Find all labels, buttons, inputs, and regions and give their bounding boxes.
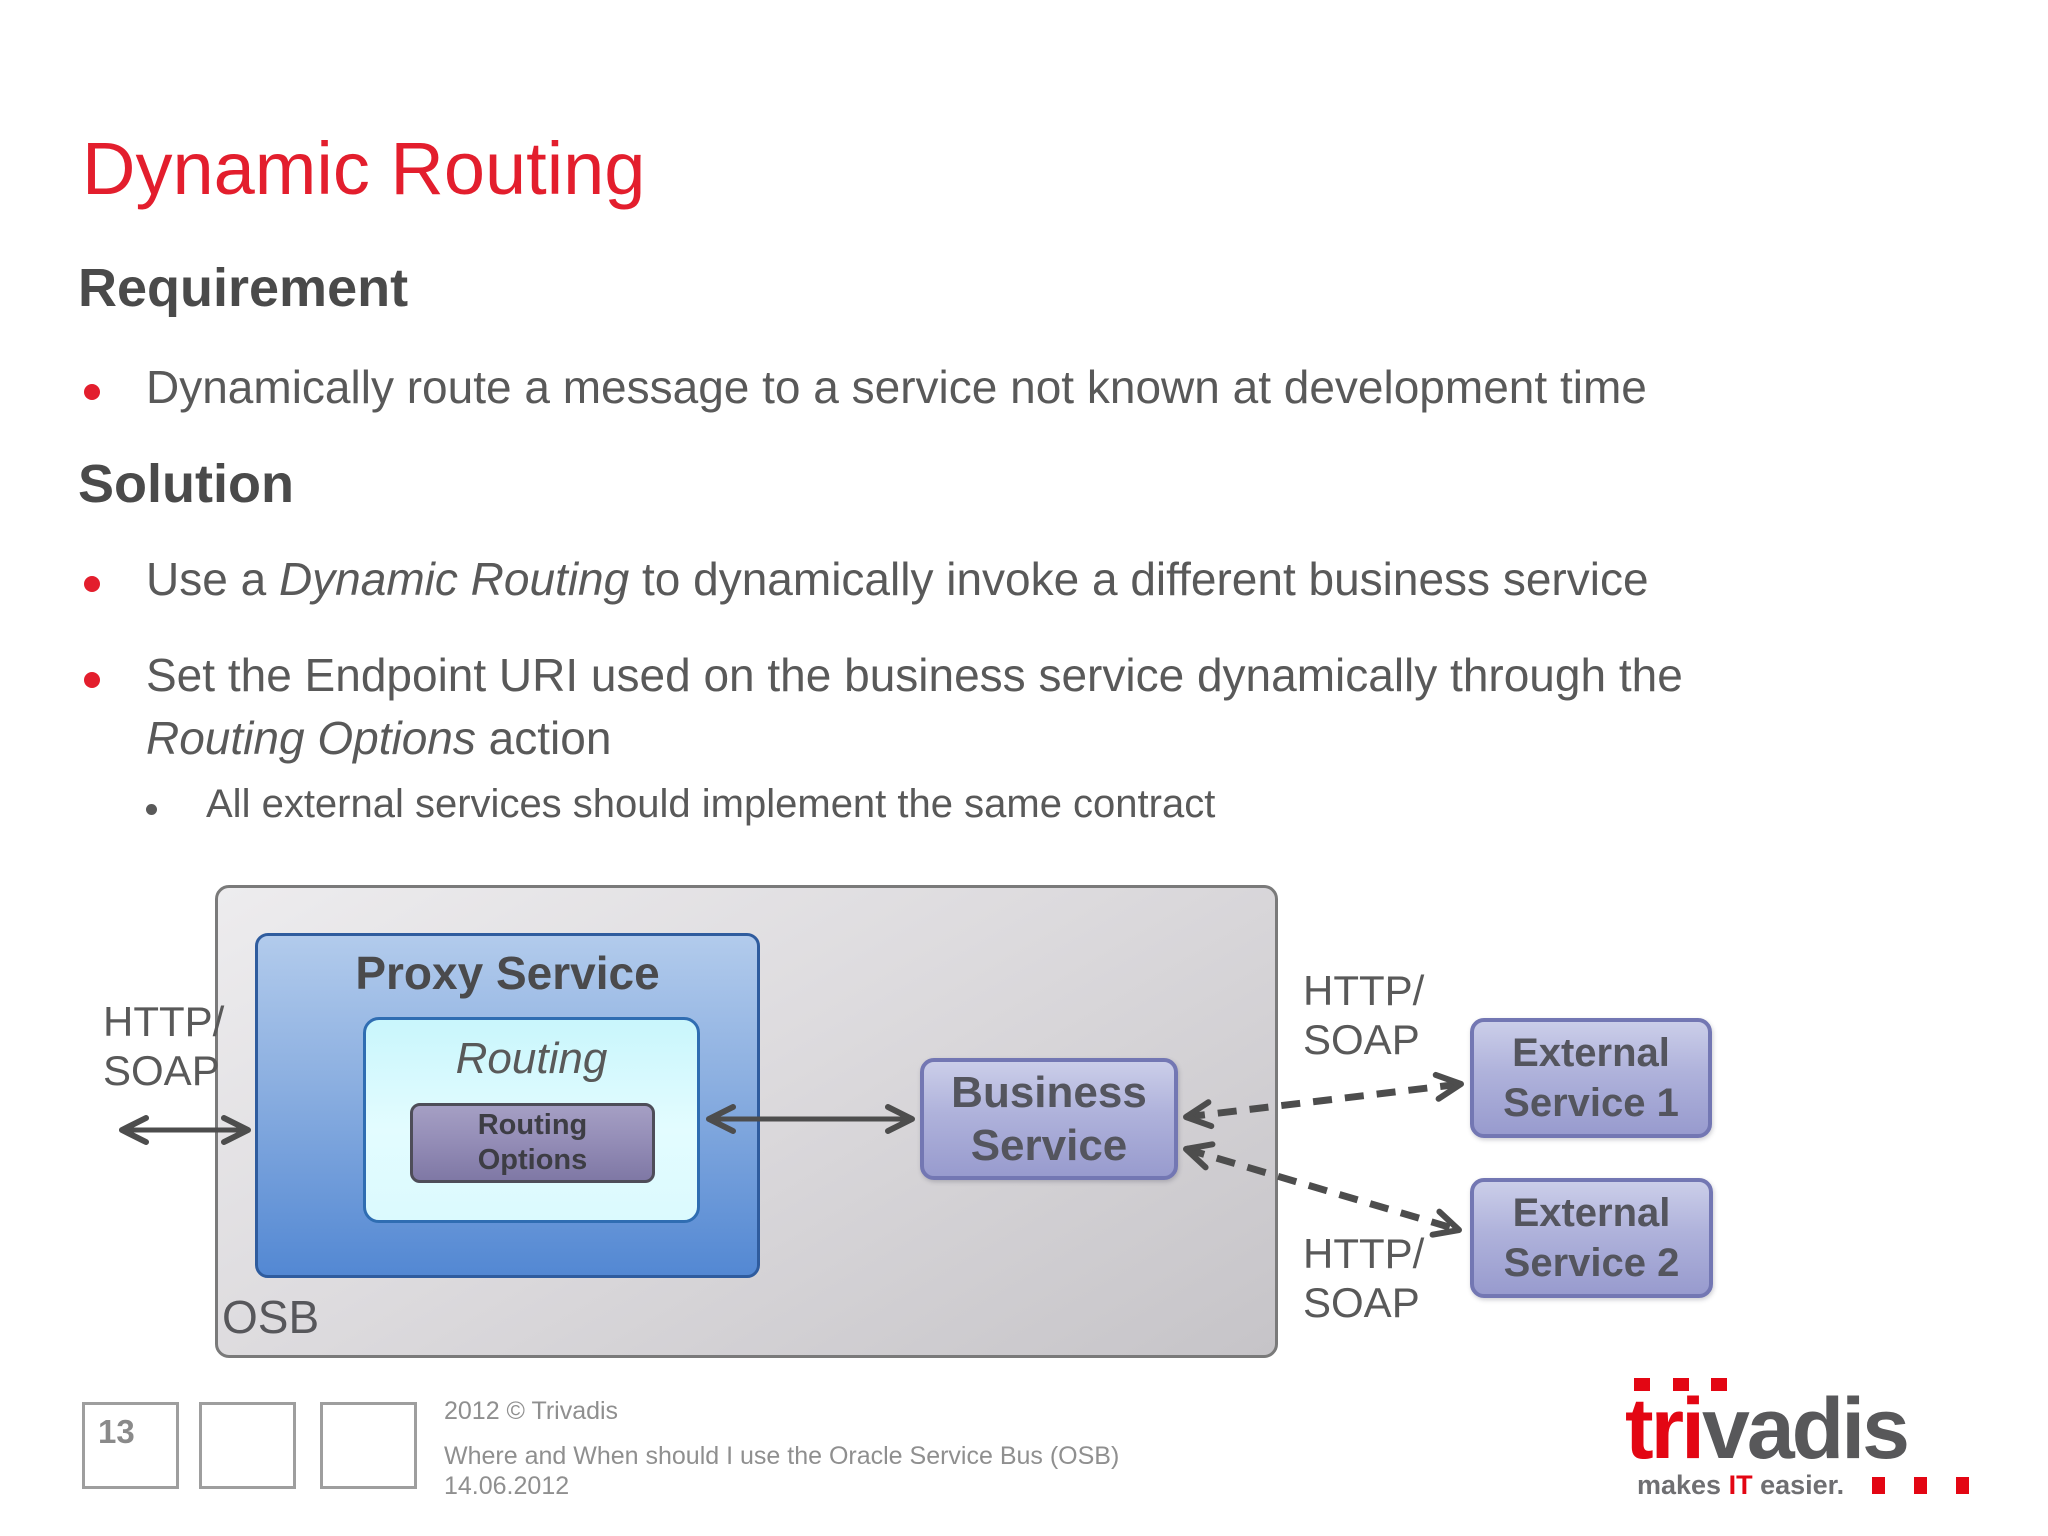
bullet-text-segment: Use a bbox=[146, 553, 279, 605]
slide-title: Dynamic Routing bbox=[82, 126, 646, 210]
http-soap-label-right-top: HTTP/ SOAP bbox=[1303, 967, 1425, 1063]
bullet-text-segment: to dynamically invoke a different busine… bbox=[629, 553, 1649, 605]
solution-bullet-1: Use a Dynamic Routing to dynamically inv… bbox=[146, 548, 1946, 611]
http-soap-label-left: HTTP/ SOAP bbox=[103, 998, 225, 1094]
bullet-text-emphasis: Routing Options bbox=[146, 712, 476, 765]
logo-dot-icon bbox=[1711, 1378, 1727, 1391]
tagline-segment: makes bbox=[1637, 1470, 1729, 1500]
external-service-2-label: External Service 2 bbox=[1503, 1191, 1680, 1285]
footer-copyright: 2012 © Trivadis bbox=[444, 1397, 619, 1425]
logo-square-icon bbox=[1872, 1477, 1885, 1494]
osb-label: OSB bbox=[222, 1291, 320, 1343]
logo-square-icon bbox=[1956, 1477, 1969, 1494]
routing-options-label: Routing Options bbox=[477, 1109, 588, 1176]
logo-tagline: makes IT easier. bbox=[1637, 1470, 1844, 1501]
external-service-1-box: External Service 1 bbox=[1470, 1018, 1712, 1138]
logo-dot-icon bbox=[1673, 1378, 1689, 1391]
sub-bullet: All external services should implement t… bbox=[206, 782, 1216, 826]
tagline-accent: IT bbox=[1728, 1470, 1753, 1500]
bullet-text-emphasis: Dynamic Routing bbox=[278, 553, 630, 605]
footer-presentation-title: Where and When should I use the Oracle S… bbox=[444, 1442, 1120, 1470]
business-service-box: Business Service bbox=[920, 1058, 1178, 1180]
footer-empty-box bbox=[320, 1402, 417, 1489]
page-number-box: 13 bbox=[82, 1402, 179, 1489]
external-service-1-label: External Service 1 bbox=[1503, 1031, 1679, 1125]
requirement-heading: Requirement bbox=[78, 258, 409, 318]
sub-bullet-marker bbox=[146, 804, 157, 815]
logo-wordmark-gray: vadis bbox=[1702, 1381, 1910, 1477]
proxy-service-label: Proxy Service bbox=[355, 947, 660, 999]
solution-heading: Solution bbox=[78, 454, 294, 514]
routing-options-box: Routing Options bbox=[410, 1103, 655, 1183]
bullet-text-segment: Set the Endpoint URI used on the busines… bbox=[146, 649, 1683, 701]
business-service-label: Business Service bbox=[951, 1068, 1147, 1170]
logo-square-icon bbox=[1914, 1477, 1927, 1494]
footer-empty-box bbox=[199, 1402, 296, 1489]
bullet-text-segment: action bbox=[475, 712, 612, 765]
tagline-segment: easier. bbox=[1752, 1470, 1845, 1500]
routing-label: Routing bbox=[455, 1034, 608, 1083]
page-number: 13 bbox=[98, 1413, 135, 1450]
solution-bullet-2: Set the Endpoint URI used on the busines… bbox=[146, 644, 1946, 771]
bullet-marker bbox=[84, 576, 100, 592]
bullet-marker bbox=[84, 672, 100, 688]
http-soap-label-right-bottom: HTTP/ SOAP bbox=[1303, 1230, 1425, 1326]
footer-date: 14.06.2012 bbox=[444, 1472, 570, 1500]
external-service-2-box: External Service 2 bbox=[1470, 1178, 1713, 1298]
logo-wordmark-red: tri bbox=[1625, 1381, 1705, 1477]
requirement-bullet: Dynamically route a message to a service… bbox=[146, 361, 1647, 413]
logo-dot-icon bbox=[1634, 1378, 1650, 1391]
trivadis-logo: trivadis makes IT easier. bbox=[1625, 1378, 1985, 1508]
bullet-marker bbox=[84, 384, 100, 400]
logo-wordmark: trivadis bbox=[1625, 1386, 1910, 1472]
